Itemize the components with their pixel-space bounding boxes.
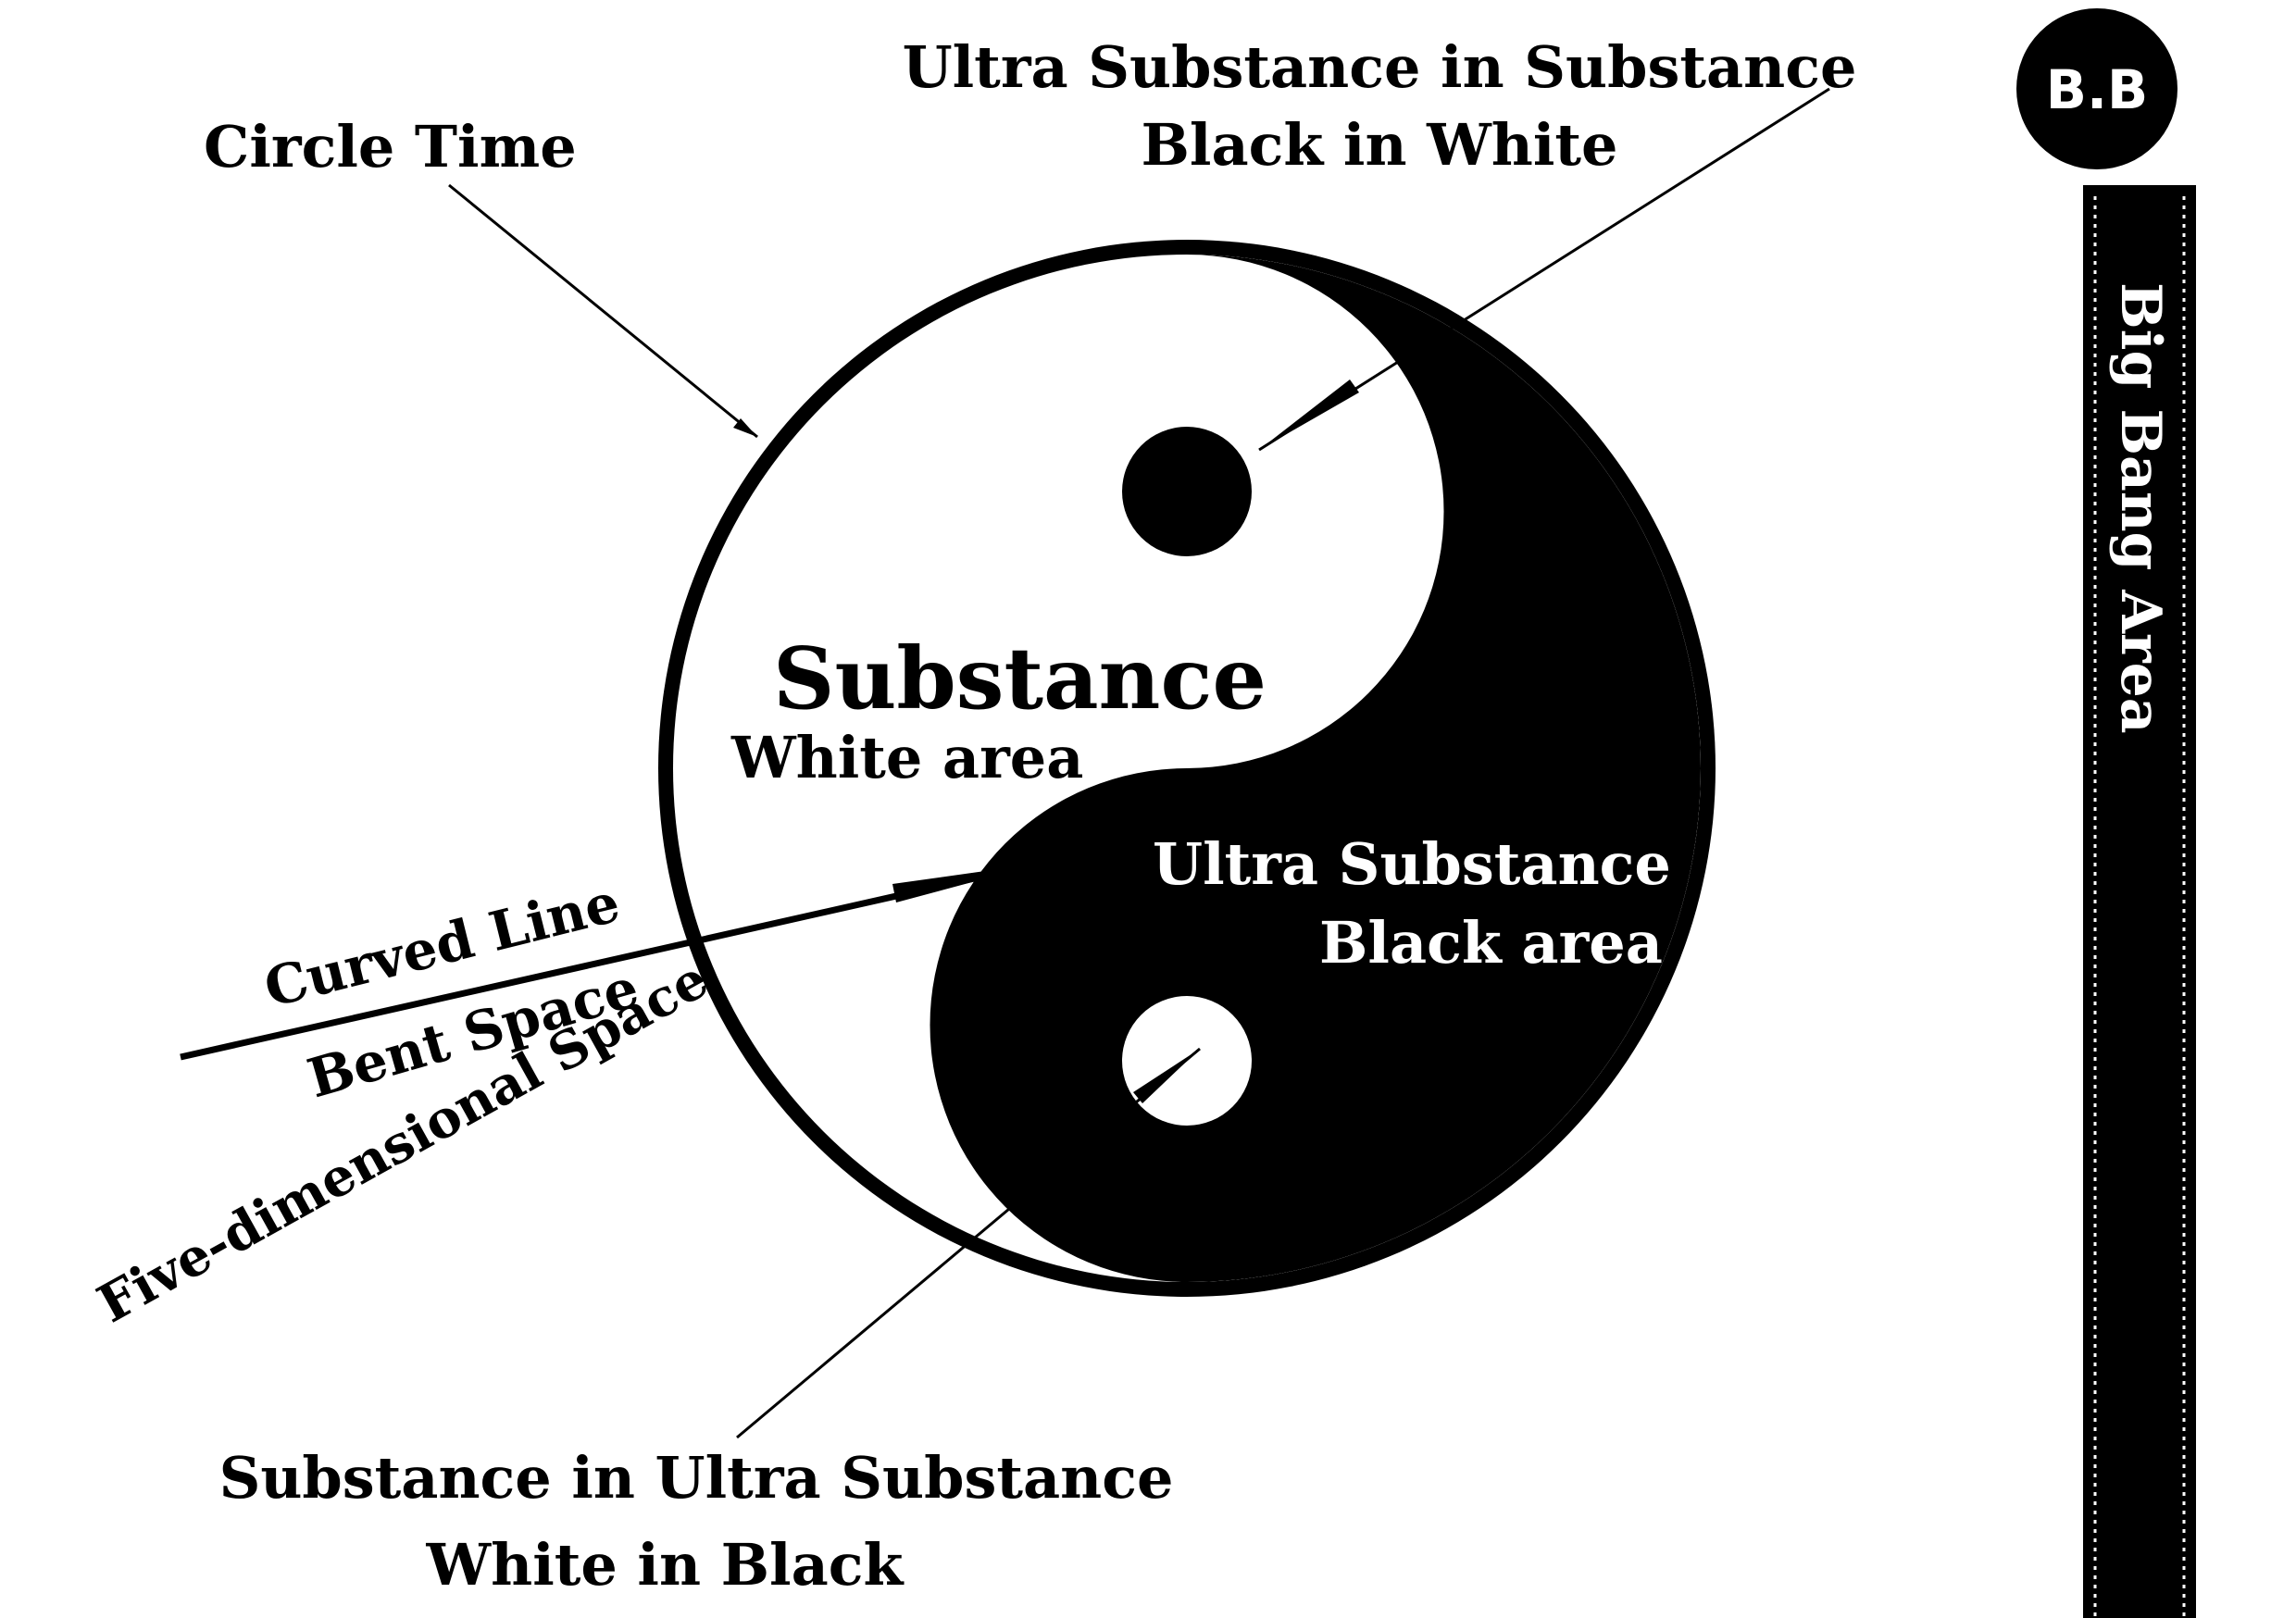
label-ultra-substance: Ultra Substance <box>1153 830 1671 898</box>
label-white-area: White area <box>730 724 1083 791</box>
curved-line-arrowhead <box>892 863 1044 902</box>
label-substance-title: Substance <box>773 629 1267 728</box>
label-ultra-in-substance-line1: Ultra Substance in Substance <box>903 33 1857 101</box>
circle-time-arrowhead <box>733 418 757 437</box>
black-area-region <box>930 255 1701 1282</box>
substance-in-ultra-arrowhead <box>1133 1049 1200 1103</box>
big-bang-area-strip <box>2083 185 2196 1618</box>
circle-time-pointer <box>448 183 758 439</box>
ultra-in-substance-arrowhead <box>1259 380 1359 450</box>
label-ultra-in-substance-line2: Black in White <box>1142 111 1618 179</box>
label-circle-time: Circle Time <box>204 113 577 180</box>
label-black-area: Black area <box>1319 909 1663 977</box>
substance-in-ultra-pointer <box>736 1047 1201 1439</box>
label-substance-in-ultra-line1: Substance in Ultra Substance <box>219 1444 1174 1512</box>
label-big-bang-area: Big Bang Area <box>2108 282 2173 734</box>
black-dot-in-white <box>1122 427 1252 556</box>
label-substance-in-ultra-line2: White in Black <box>426 1531 905 1599</box>
bb-badge <box>2016 8 2177 169</box>
bb-badge-label: B.B <box>2046 58 2148 121</box>
